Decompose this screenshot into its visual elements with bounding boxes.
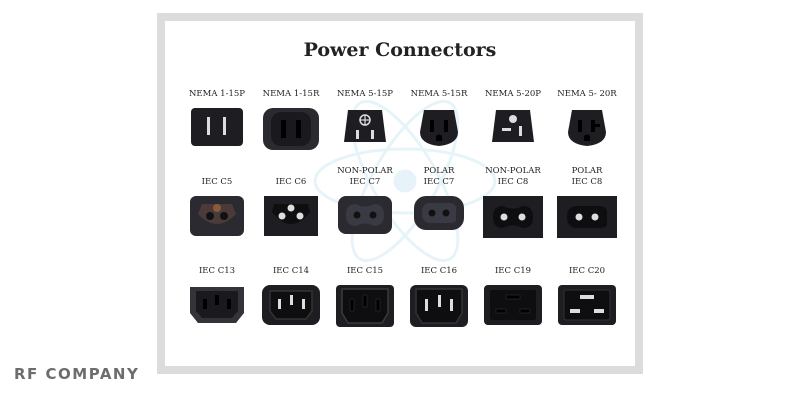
iec-c19-plug-icon: [484, 285, 542, 325]
nema-5-15p-plug-icon: [344, 110, 386, 142]
connector-label: NON-POLAR IEC C7: [337, 166, 393, 187]
iec-c15-plug-icon: [336, 285, 394, 327]
connector-iec-c8-polar: POLAR IEC C8: [549, 164, 625, 240]
connector-iec-c5: IEC C5: [179, 164, 255, 238]
connector-nema-1-15r: NEMA 1-15R: [253, 76, 329, 152]
iec-c8-non-polar-inlet-icon: [483, 196, 543, 238]
connector-label: NEMA 5- 20R: [557, 89, 617, 99]
nema-5-20p-plug-icon: [492, 110, 534, 142]
connector-label: NON-POLAR IEC C8: [485, 166, 541, 187]
connector-label: IEC C5: [201, 177, 233, 187]
connector-label: POLAR IEC C7: [423, 166, 455, 187]
connector-label: NEMA 5-20P: [484, 89, 541, 99]
connector-iec-c6: IEC C6: [253, 164, 329, 238]
connector-nema-5-20r: NEMA 5- 20R: [549, 76, 625, 148]
iec-c6-inlet-icon: [264, 196, 318, 236]
connector-iec-c7-polar: POLAR IEC C7: [401, 164, 477, 232]
connector-label: IEC C19: [494, 266, 532, 276]
connector-iec-c19: IEC C19: [475, 253, 551, 327]
connector-nema-5-20p: NEMA 5-20P: [475, 76, 551, 146]
connector-label: NEMA 1-15P: [188, 89, 245, 99]
connector-nema-5-15p: NEMA 5-15P: [327, 76, 403, 146]
connector-label: IEC C13: [198, 266, 236, 276]
connector-label: IEC C6: [275, 177, 307, 187]
connector-iec-c20: IEC C20: [549, 253, 625, 327]
connector-label: POLAR IEC C8: [571, 166, 603, 187]
iec-c7-polar-plug-icon: [414, 196, 464, 230]
connector-iec-c7-non-polar: NON-POLAR IEC C7: [327, 164, 403, 236]
iec-c16-inlet-icon: [410, 285, 468, 327]
connector-iec-c15: IEC C15: [327, 253, 403, 329]
connector-iec-c8-non-polar: NON-POLAR IEC C8: [475, 164, 551, 240]
iec-c5-plug-icon: [190, 196, 244, 236]
nema-1-15r-receptacle-icon: [263, 108, 319, 150]
connector-iec-c14: IEC C14: [253, 253, 329, 327]
connector-nema-5-15r: NEMA 5-15R: [401, 76, 477, 148]
connector-label: IEC C15: [346, 266, 384, 276]
connector-iec-c16: IEC C16: [401, 253, 477, 329]
brand-logo: RF COMPANY: [14, 365, 140, 383]
connector-nema-1-15p: NEMA 1-15P: [179, 76, 255, 148]
connector-iec-c13: IEC C13: [179, 253, 255, 327]
page-title: Power Connectors: [303, 39, 497, 61]
nema-5-20r-receptacle-icon: [568, 110, 606, 146]
iec-c13-plug-icon: [190, 287, 244, 323]
connector-label: IEC C16: [420, 266, 458, 276]
iec-c8-polar-inlet-icon: [557, 196, 617, 238]
iec-c7-non-polar-plug-icon: [338, 196, 392, 234]
connector-label: NEMA 5-15R: [410, 89, 468, 99]
connector-chart-frame: Power Connectors NEMA 1-15P NEMA 1-15R N…: [157, 13, 643, 374]
iec-c20-inlet-icon: [558, 285, 616, 325]
connector-label: NEMA 1-15R: [262, 89, 320, 99]
nema-1-15p-plug-icon: [191, 108, 243, 146]
nema-5-15r-receptacle-icon: [420, 110, 458, 146]
connector-label: IEC C20: [568, 266, 606, 276]
iec-c14-inlet-icon: [262, 285, 320, 325]
connector-label: NEMA 5-15P: [336, 89, 393, 99]
connector-label: IEC C14: [272, 266, 310, 276]
